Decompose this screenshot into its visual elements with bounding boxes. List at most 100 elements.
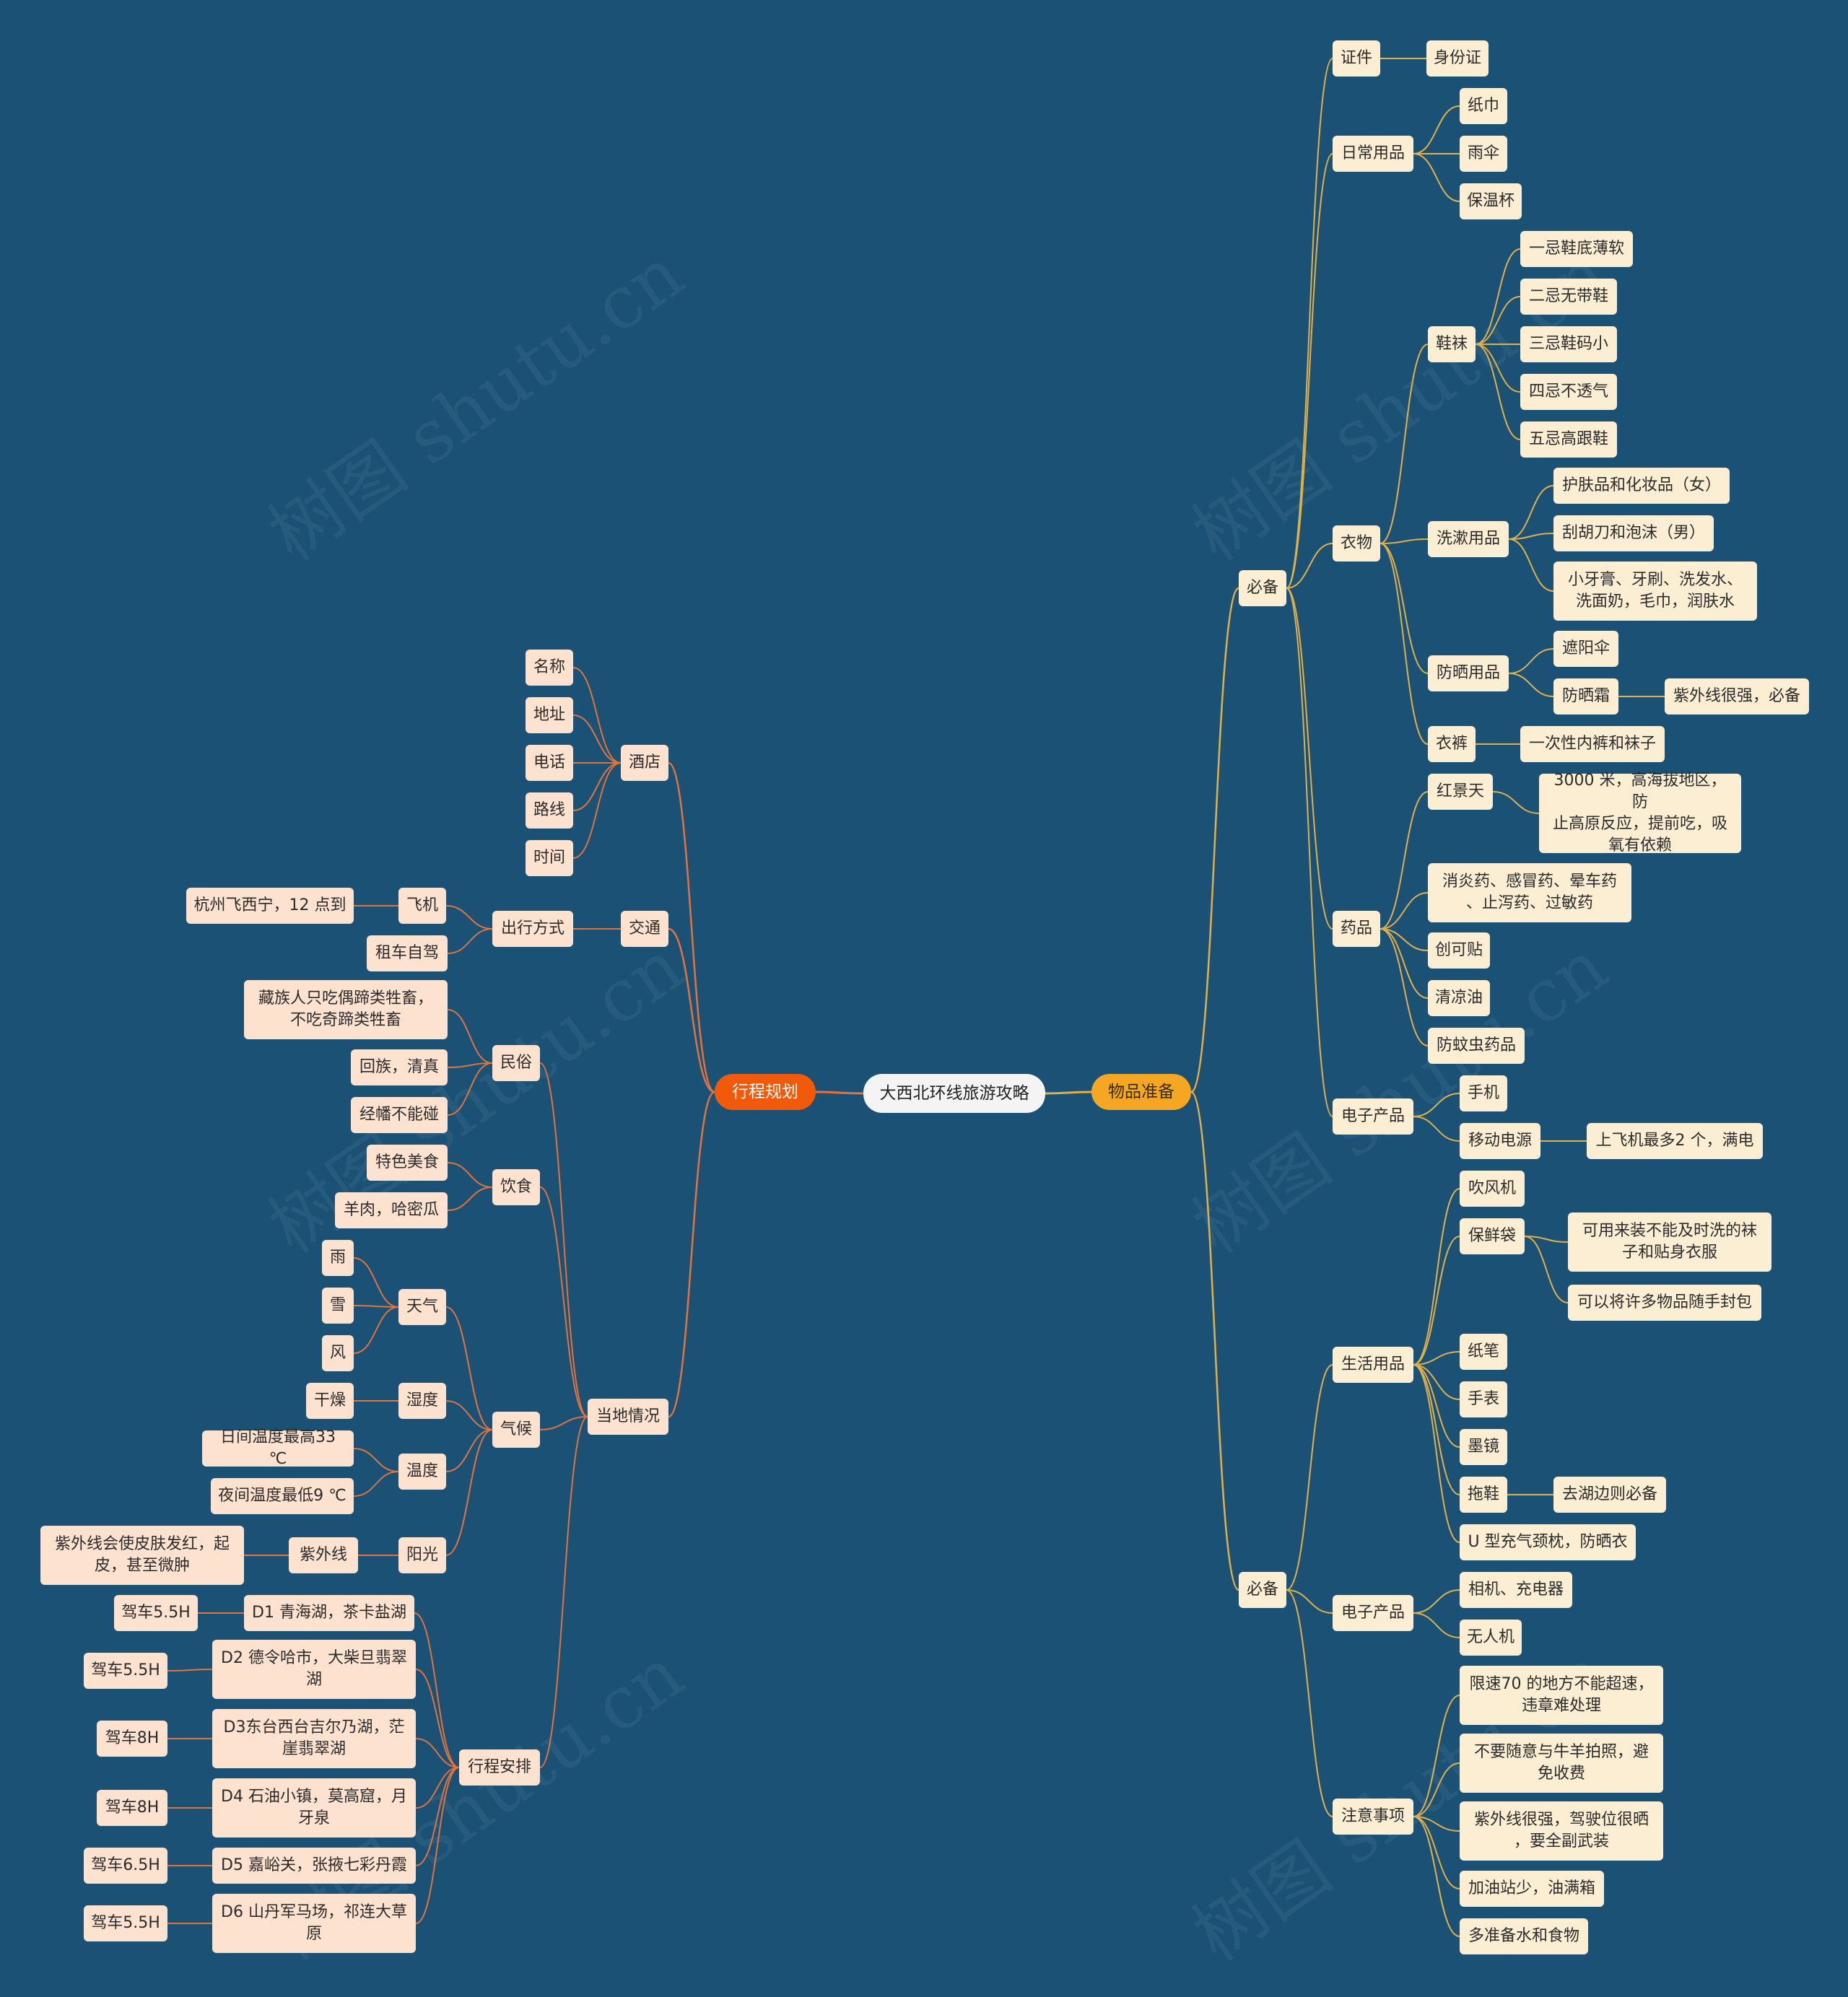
connector-line bbox=[572, 762, 622, 859]
topic-驾车55H: 驾车5.5H bbox=[84, 1653, 167, 1689]
connector-line bbox=[1380, 791, 1429, 930]
topic-驾车8H: 驾车8H bbox=[97, 1790, 167, 1826]
connector-line bbox=[415, 1767, 460, 1866]
connector-line bbox=[1286, 58, 1333, 589]
topic-小牙膏牙刷洗发水-洗面奶毛巾润肤水: 小牙膏、牙刷、洗发水、 洗面奶，毛巾，润肤水 bbox=[1553, 561, 1757, 621]
connector-line bbox=[445, 1306, 493, 1430]
topic-藏族人只吃偶蹄类牲畜-不吃奇蹄类牲畜: 藏族人只吃偶蹄类牲畜， 不吃奇蹄类牲畜 bbox=[244, 980, 448, 1039]
connector-line bbox=[1413, 105, 1460, 154]
topic-D5-嘉峪关张掖七彩丹霞: D5 嘉峪关，张掖七彩丹霞 bbox=[212, 1848, 416, 1884]
topic-限速70-的地方不能超速-违章难处理: 限速70 的地方不能超速， 违章难处理 bbox=[1460, 1666, 1663, 1725]
connector-line bbox=[1286, 153, 1333, 589]
connector-line bbox=[572, 667, 622, 764]
connector-line bbox=[1413, 1816, 1460, 1937]
connector-line bbox=[1380, 344, 1429, 544]
connector-line bbox=[1413, 1236, 1460, 1365]
topic-鞋袜: 鞋袜 bbox=[1428, 326, 1476, 362]
connector-line bbox=[447, 1009, 493, 1064]
connector-line bbox=[1413, 1364, 1460, 1400]
topic-防晒霜: 防晒霜 bbox=[1553, 678, 1618, 715]
topic-D2-德令哈市大柴旦翡翠-湖: D2 德令哈市，大柴旦翡翠 湖 bbox=[212, 1640, 416, 1699]
connector-line bbox=[1524, 1236, 1569, 1303]
connector-line bbox=[1380, 543, 1429, 674]
topic-酒店: 酒店 bbox=[621, 745, 668, 781]
topic-五忌高跟鞋: 五忌高跟鞋 bbox=[1520, 421, 1617, 458]
topic-防晒用品: 防晒用品 bbox=[1428, 655, 1509, 691]
topic-必备: 必备 bbox=[1239, 570, 1286, 606]
topic-洗漱用品: 洗漱用品 bbox=[1428, 521, 1509, 557]
connector-line bbox=[668, 1091, 715, 1418]
connector-line bbox=[668, 927, 715, 1093]
topic-移动电源: 移动电源 bbox=[1460, 1123, 1540, 1159]
connector-line bbox=[445, 1400, 493, 1430]
connector-line bbox=[1413, 1816, 1460, 1889]
connector-line bbox=[1286, 543, 1333, 589]
topic-湿度: 湿度 bbox=[398, 1383, 446, 1419]
connector-line bbox=[1413, 1589, 1460, 1614]
connector-line bbox=[353, 1257, 399, 1308]
connector-line bbox=[1380, 928, 1429, 999]
connector-line bbox=[1413, 1188, 1460, 1365]
connector-line bbox=[414, 1612, 460, 1768]
topic-创可贴: 创可贴 bbox=[1428, 932, 1490, 969]
topic-注意事项: 注意事项 bbox=[1333, 1799, 1413, 1835]
topic-四忌不透气: 四忌不透气 bbox=[1520, 374, 1617, 410]
topic-墨镜: 墨镜 bbox=[1460, 1429, 1507, 1465]
topic-身份证: 身份证 bbox=[1426, 40, 1489, 77]
connector-line bbox=[1413, 1762, 1460, 1817]
topic-D1-青海湖茶卡盐湖: D1 青海湖，茶卡盐湖 bbox=[244, 1595, 414, 1631]
topic-路线: 路线 bbox=[526, 792, 573, 829]
topic-电话: 电话 bbox=[526, 745, 573, 781]
connector-line bbox=[1380, 892, 1429, 930]
connector-line bbox=[1286, 587, 1333, 1117]
connector-line bbox=[1380, 543, 1429, 745]
connector-line bbox=[815, 1091, 864, 1095]
topic-特色美食: 特色美食 bbox=[367, 1145, 448, 1181]
topic-清凉油: 清凉油 bbox=[1428, 980, 1490, 1016]
topic-出行方式: 出行方式 bbox=[492, 911, 573, 947]
topic-刮胡刀和泡沫男: 刮胡刀和泡沫（男） bbox=[1553, 515, 1714, 551]
topic-紫外线很强必备: 紫外线很强，必备 bbox=[1665, 678, 1809, 715]
topic-风: 风 bbox=[322, 1335, 354, 1371]
connector-line bbox=[415, 1767, 460, 1809]
topic-纸巾: 纸巾 bbox=[1460, 88, 1507, 124]
topic-D6-山丹军马场祁连大草-原: D6 山丹军马场，祁连大草 原 bbox=[212, 1894, 416, 1953]
topic-电子产品: 电子产品 bbox=[1333, 1098, 1413, 1135]
topic-交通: 交通 bbox=[621, 911, 668, 947]
topic-上飞机最多2-个满电: 上飞机最多2 个，满电 bbox=[1587, 1123, 1763, 1159]
topic-气候: 气候 bbox=[492, 1412, 540, 1448]
topic-日常用品: 日常用品 bbox=[1333, 136, 1413, 172]
topic-天气: 天气 bbox=[398, 1289, 446, 1325]
connector-line bbox=[353, 1471, 399, 1497]
topic-驾车65H: 驾车6.5H bbox=[84, 1848, 167, 1884]
topic-时间: 时间 bbox=[526, 840, 573, 876]
connector-line bbox=[539, 1062, 588, 1417]
topic-吹风机: 吹风机 bbox=[1460, 1171, 1525, 1207]
connector-line bbox=[668, 761, 715, 1093]
connector-line bbox=[167, 1669, 213, 1672]
topic-电子产品: 电子产品 bbox=[1333, 1595, 1413, 1631]
topic-生活用品: 生活用品 bbox=[1333, 1347, 1413, 1383]
topic-干燥: 干燥 bbox=[306, 1383, 354, 1419]
connector-line bbox=[1524, 1236, 1569, 1243]
topic-租车自驾: 租车自驾 bbox=[367, 935, 448, 971]
connector-line bbox=[1508, 485, 1554, 540]
connector-line bbox=[447, 928, 493, 954]
connector-line bbox=[1413, 153, 1460, 202]
topic-遮阳伞: 遮阳伞 bbox=[1553, 631, 1618, 667]
connector-line bbox=[1286, 1589, 1333, 1817]
topic-护肤品和化妆品女: 护肤品和化妆品（女） bbox=[1553, 468, 1730, 504]
topic-雨伞: 雨伞 bbox=[1460, 136, 1507, 172]
connector-line bbox=[1380, 928, 1429, 1046]
topic-无人机: 无人机 bbox=[1460, 1620, 1522, 1656]
topic-行程安排: 行程安排 bbox=[459, 1749, 540, 1786]
connector-line bbox=[447, 1187, 493, 1211]
topic-驾车55H: 驾车5.5H bbox=[84, 1905, 167, 1941]
topic-消炎药感冒药晕车药-止泻药过敏药: 消炎药、感冒药、晕车药 、止泻药、过敏药 bbox=[1428, 863, 1631, 922]
connector-line bbox=[539, 1187, 588, 1417]
topic-红景天: 红景天 bbox=[1428, 774, 1493, 810]
connector-line bbox=[445, 1429, 493, 1472]
topic-回族清真: 回族，清真 bbox=[351, 1049, 448, 1085]
topic-相机充电器: 相机、充电器 bbox=[1460, 1572, 1572, 1608]
